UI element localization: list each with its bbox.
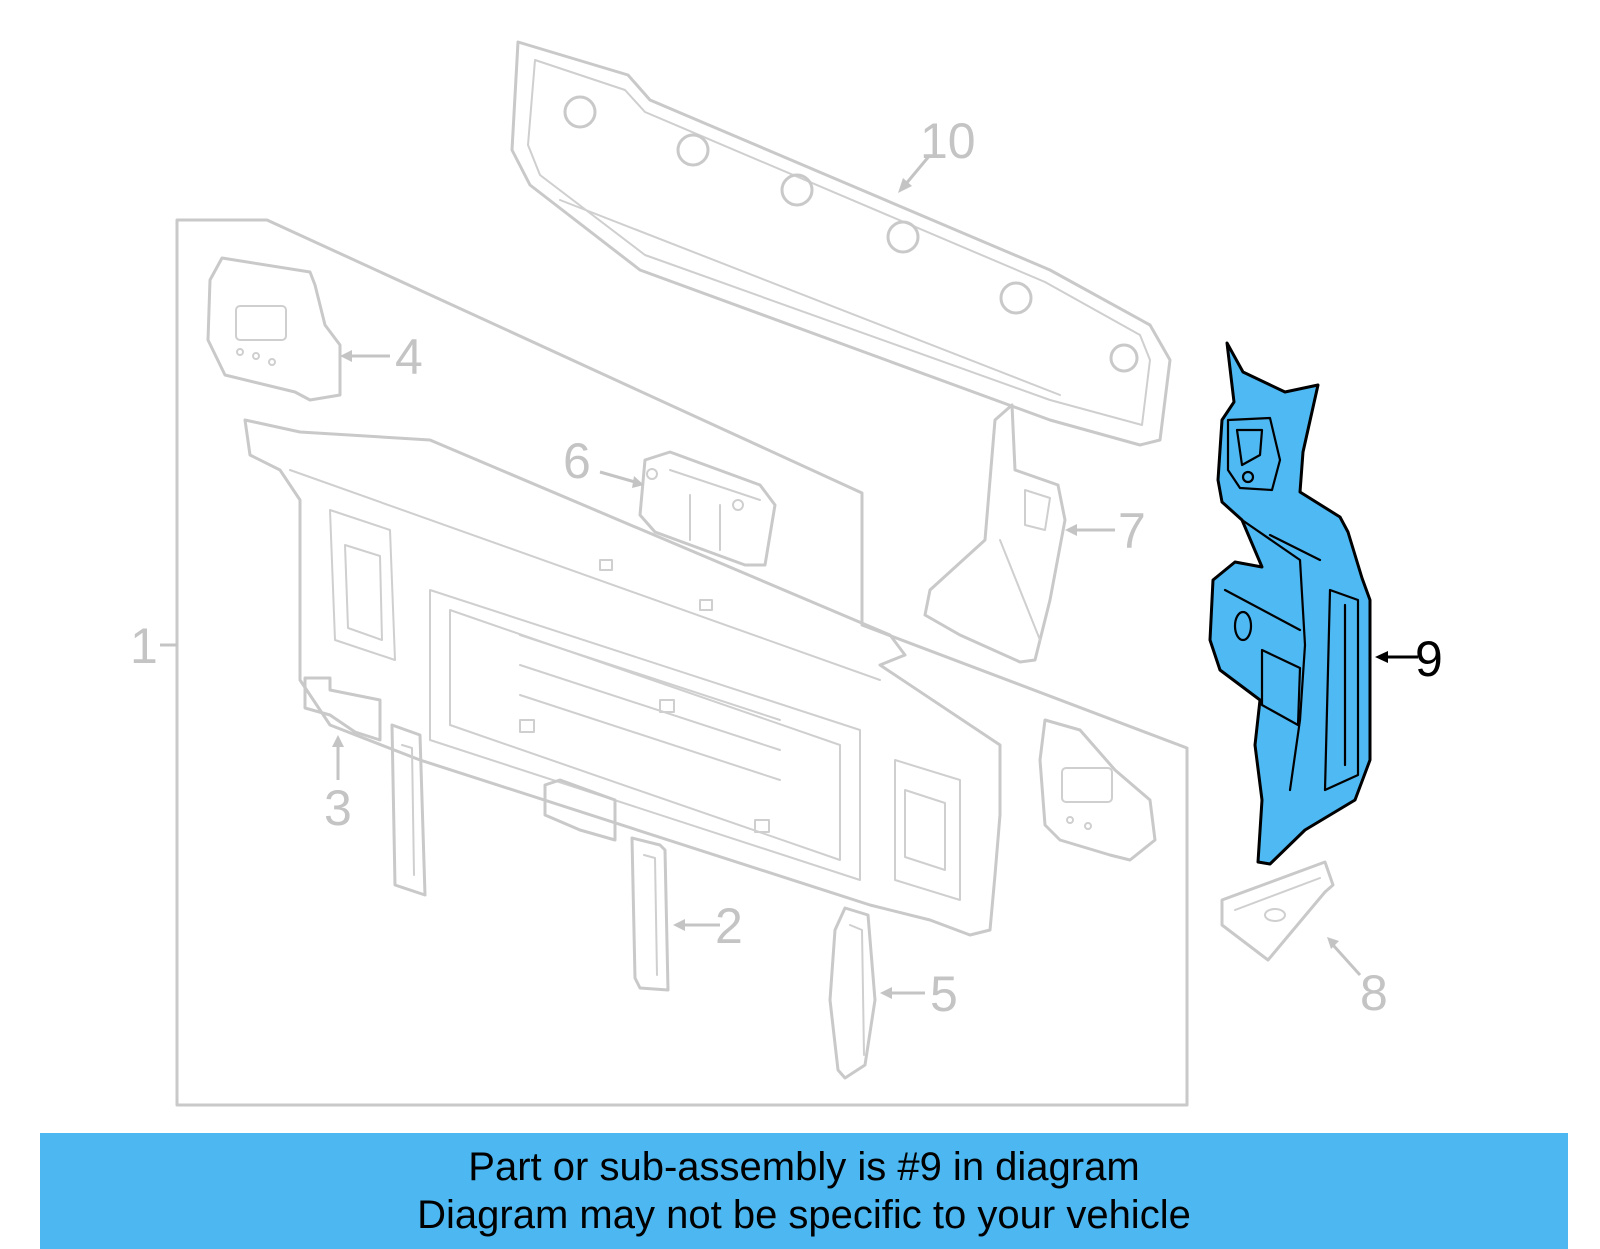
callout-5: 5: [930, 966, 958, 1022]
callout-3: 3: [324, 780, 352, 836]
part-1-main-panel: [243, 418, 1002, 937]
panel-reinforcements: [390, 723, 617, 897]
part-8-corner-plate: [1220, 860, 1335, 962]
part-6-connector: [638, 450, 777, 567]
callouts: 10 4 6 7 1 3 2 5 8 9: [130, 113, 1443, 1022]
info-banner: Part or sub-assembly is #9 in diagram Di…: [40, 1133, 1568, 1249]
banner-line-2: Diagram may not be specific to your vehi…: [417, 1193, 1191, 1237]
part-9-highlighted-panel[interactable]: [1208, 341, 1372, 866]
part-3-small-plate: [303, 676, 382, 742]
callout-10: 10: [920, 113, 976, 169]
callout-1: 1: [130, 618, 158, 674]
part-2-vertical-bracket: [630, 836, 670, 992]
right-mount-bracket: [1038, 718, 1157, 862]
part-7-gusset: [923, 403, 1067, 664]
callout-2: 2: [715, 898, 743, 954]
callout-6: 6: [563, 433, 591, 489]
part-5-vertical-channel: [828, 906, 877, 1080]
banner-line-1: Part or sub-assembly is #9 in diagram: [468, 1145, 1140, 1189]
callout-7: 7: [1118, 503, 1146, 559]
callout-4: 4: [395, 329, 423, 385]
assembly-outline-part-1: [175, 218, 1189, 1107]
part-10-upper-rail: [510, 40, 1172, 447]
part-4-upper-left-bracket: [206, 256, 342, 402]
callout-8: 8: [1360, 965, 1388, 1021]
callout-9: 9: [1415, 631, 1443, 687]
